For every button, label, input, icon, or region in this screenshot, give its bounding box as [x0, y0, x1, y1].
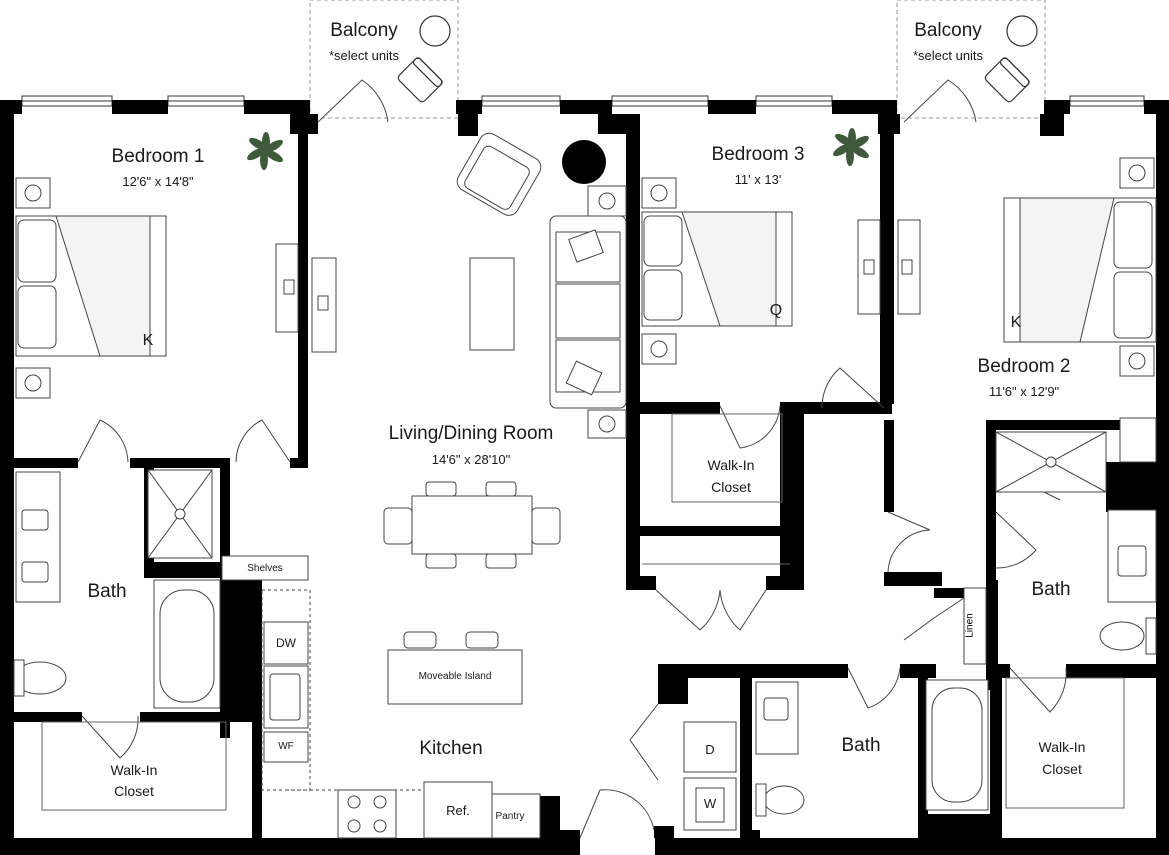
washer-label: W — [703, 796, 717, 811]
bedroom-1-dims: 12'6" x 14'8" — [122, 174, 194, 189]
walkin-right-line2: Closet — [1042, 761, 1082, 777]
linen-label: Linen — [964, 613, 976, 638]
fridge-label: Ref. — [446, 803, 470, 818]
pantry-label: Pantry — [495, 811, 525, 822]
laundry-fixtures — [683, 721, 737, 831]
door-swings — [77, 79, 1067, 839]
beds — [15, 197, 1157, 357]
walkin-center-line2: Closet — [711, 479, 751, 495]
closet-rods — [41, 413, 1125, 811]
island-label: Moveable Island — [418, 671, 492, 682]
walkin-left-line1: Walk-In — [110, 762, 158, 778]
balcony-left-label: Balcony — [330, 20, 398, 41]
balcony-chair-icon — [397, 57, 1030, 103]
walls — [0, 100, 1169, 855]
bedroom-3-dims: 11' x 13' — [734, 172, 782, 187]
dishwasher-label: DW — [276, 636, 296, 650]
balcony-right-label: Balcony — [914, 20, 982, 41]
balcony-table-icon — [419, 15, 1038, 47]
bedroom-1-bed-size: K — [142, 332, 154, 349]
linen-closet — [963, 587, 987, 665]
windows — [21, 95, 1145, 107]
bedroom-1-label: Bedroom 1 — [111, 146, 205, 167]
bedroom-2-bed-size: K — [1010, 314, 1022, 331]
bath-right-label: Bath — [1031, 579, 1071, 600]
bedroom-2-label: Bedroom 2 — [977, 356, 1071, 377]
bedroom-2-dims: 11'6" x 12'9" — [988, 384, 1060, 399]
bedroom-3-bed-size: Q — [769, 302, 783, 319]
kitchen-fixtures — [221, 555, 541, 839]
kitchen-label: Kitchen — [419, 738, 483, 759]
living-room-dims: 14'6" x 28'10" — [431, 452, 511, 467]
bath-center-label: Bath — [841, 735, 881, 756]
water-filter-label: WF — [278, 741, 294, 752]
walkin-left-line2: Closet — [114, 783, 154, 799]
floor-lamp-icon — [562, 140, 606, 184]
living-furniture — [383, 132, 627, 705]
tv-consoles — [275, 219, 921, 353]
living-room-label: Living/Dining Room — [388, 423, 554, 444]
bath-fixtures — [13, 417, 1157, 817]
balcony-left-note: *select units — [328, 48, 400, 63]
dryer-label: D — [705, 742, 715, 757]
bath-left-label: Bath — [87, 581, 127, 602]
balcony-outlines — [309, 0, 1046, 119]
nightstand-lamp-icons — [15, 157, 1155, 439]
walkin-right-line1: Walk-In — [1038, 739, 1086, 755]
balcony-right-note: *select units — [912, 48, 984, 63]
shelves-label: Shelves — [247, 563, 283, 574]
plant-icons — [247, 128, 869, 170]
walkin-center-line1: Walk-In — [707, 457, 755, 473]
bedroom-3-label: Bedroom 3 — [711, 144, 805, 165]
